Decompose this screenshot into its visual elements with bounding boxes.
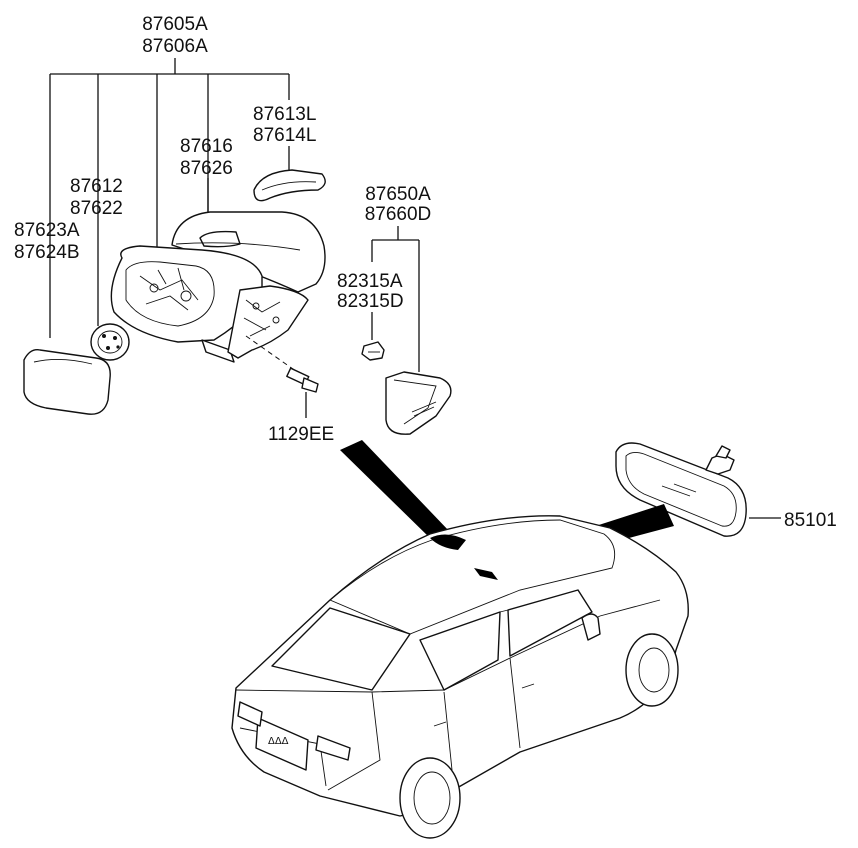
- label-82315D: 82315D: [337, 291, 404, 312]
- callout-clip: 82315A 82315D: [337, 271, 404, 340]
- label-87622: 87622: [70, 198, 123, 219]
- label-82315A: 82315A: [337, 271, 403, 292]
- actuator-part: [90, 323, 130, 361]
- pointer-wedge-outside-mirror: [340, 440, 450, 540]
- label-87623A: 87623A: [14, 220, 80, 241]
- label-1129EE: 1129EE: [268, 424, 334, 445]
- label-87616: 87616: [180, 136, 233, 157]
- label-87613L: 87613L: [253, 104, 316, 125]
- plate-glyphs: ΔΔΔ: [268, 736, 289, 747]
- screw-part: [245, 335, 319, 393]
- callout-mirror-glass: 87623A 87624B: [14, 220, 80, 263]
- callout-screw: 1129EE: [268, 392, 334, 445]
- label-87650A: 87650A: [365, 184, 431, 205]
- label-87612: 87612: [70, 176, 123, 197]
- mirror-glass-part: [23, 349, 111, 415]
- callout-side-repeater: 87613L 87614L: [253, 104, 316, 172]
- leader-bracket-outside-mirror: [49, 58, 290, 338]
- label-87605A: 87605A: [142, 14, 208, 35]
- callout-mirror-cover: 87616 87626: [180, 136, 233, 212]
- mirror-base-part: [227, 285, 309, 359]
- label-87614L: 87614L: [253, 125, 316, 146]
- label-87626: 87626: [180, 158, 233, 179]
- label-85101: 85101: [784, 510, 837, 531]
- label-87624B: 87624B: [14, 242, 80, 263]
- leader-bracket-cover-assy: [371, 226, 420, 372]
- cover-assy-part: [385, 371, 452, 435]
- car-illustration: ΔΔΔ: [231, 515, 689, 839]
- callout-outside-mirror-assy: 87605A 87606A: [49, 14, 290, 338]
- inside-mirror-part: [615, 442, 747, 537]
- callout-cover-assy: 87650A 87660D: [365, 184, 432, 372]
- callout-inside-mirror: 85101: [749, 510, 837, 531]
- mirror-cover-part: [171, 211, 326, 293]
- label-87660D: 87660D: [365, 204, 432, 225]
- callout-actuator: 87612 87622: [70, 176, 123, 219]
- side-repeater-lamp-part: [253, 169, 326, 202]
- label-87606A: 87606A: [142, 36, 208, 57]
- clip-part: [361, 341, 385, 361]
